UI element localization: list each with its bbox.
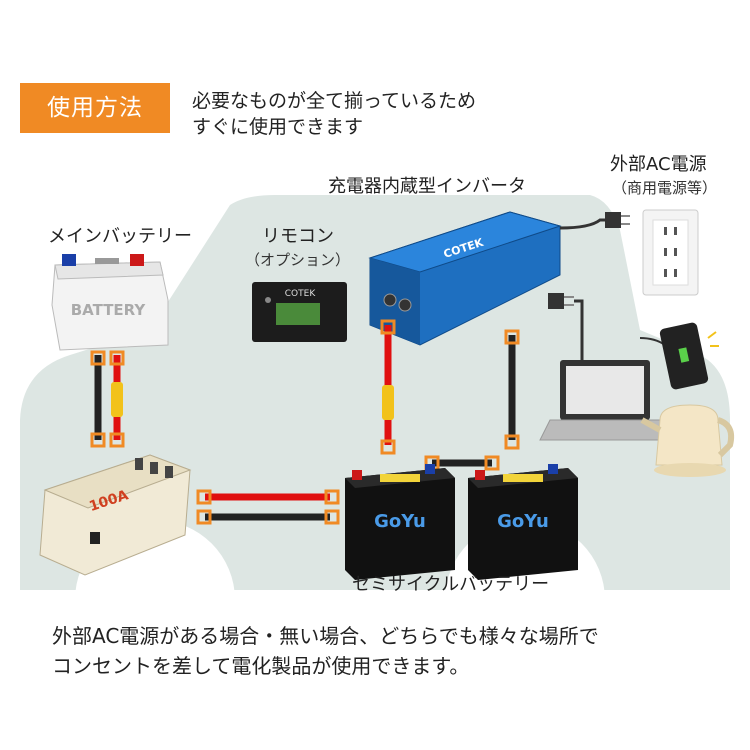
output-cable: [548, 293, 584, 360]
label-remote-option: （オプション）: [245, 251, 351, 269]
intro-line-2: すぐに使用できます: [192, 116, 364, 138]
semi-battery-2: GoYu: [468, 464, 578, 580]
positive-terminal: [130, 254, 144, 266]
fuse-main: [111, 382, 123, 417]
intro-line-1: 必要なものが全て揃っているため: [192, 90, 477, 112]
output-plug-icon: [548, 293, 564, 309]
smartphone-icon: [639, 322, 719, 390]
semi-battery-1: GoYu: [345, 464, 455, 580]
fuse-inverter: [382, 385, 394, 420]
footer-line-2: コンセントを差して電化製品が使用できます。: [52, 654, 470, 678]
remote-controller: COTEK: [252, 282, 347, 342]
inverter-cables: [380, 319, 520, 455]
goyu-brand-2: GoYu: [497, 511, 549, 532]
battery-link-cable: [424, 455, 500, 471]
isolator-unit: 100A: [39, 454, 192, 576]
label-main-battery: メインバッテリー: [48, 226, 192, 247]
label-inverter: 充電器内蔵型インバータ: [328, 176, 526, 197]
ac-plug-icon: [605, 212, 621, 228]
wall-outlet-icon: [642, 209, 699, 296]
main-battery-cables: [90, 350, 125, 448]
label-remote: リモコン: [262, 226, 334, 247]
isolator-cables: [196, 489, 340, 525]
label-semi-battery: セミサイクルバッテリー: [352, 574, 550, 595]
label-ac-commercial: （商用電源等）: [612, 179, 718, 197]
label-ac-power: 外部AC電源: [610, 154, 707, 175]
ac-cable: [559, 212, 630, 230]
negative-terminal: [62, 254, 76, 266]
usage-badge: 使用方法: [20, 83, 170, 133]
kettle-icon: [640, 404, 735, 477]
footer-line-1: 外部AC電源がある場合・無い場合、どちらでも様々な場所で: [52, 624, 599, 648]
battery-label: BATTERY: [71, 301, 147, 319]
remote-brand: COTEK: [285, 289, 317, 299]
goyu-brand-1: GoYu: [374, 511, 426, 532]
main-battery: BATTERY: [51, 254, 169, 351]
laptop-icon: [539, 360, 671, 441]
